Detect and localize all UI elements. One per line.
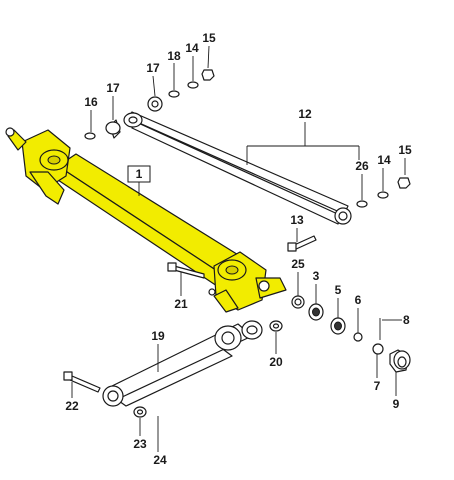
- trailing-arm: [102, 320, 263, 407]
- callout-16: 16: [84, 95, 98, 109]
- axle-beam: [5, 127, 287, 313]
- leader-lines: [71, 45, 406, 452]
- lateral-rod: [123, 111, 352, 225]
- callout-26: 26: [355, 159, 369, 173]
- callout-6: 6: [355, 293, 362, 307]
- callout-22: 22: [65, 399, 79, 413]
- hardware: [63, 69, 411, 418]
- callout-18: 18: [167, 49, 181, 63]
- callout-8: 8: [403, 313, 410, 327]
- callout-15-right: 15: [398, 143, 412, 157]
- callout-labels: 1 3 5 6 7 8 9 12 13 14 14 15 15 16 17 17…: [65, 31, 412, 467]
- callout-1-box: [127, 165, 151, 183]
- callout-1: 1: [136, 167, 143, 181]
- callout-24: 24: [153, 453, 167, 467]
- callout-19: 19: [151, 329, 165, 343]
- callout-9: 9: [393, 397, 400, 411]
- callout-15-top: 15: [202, 31, 216, 45]
- callout-21: 21: [174, 297, 188, 311]
- callout-3: 3: [313, 269, 320, 283]
- callout-23: 23: [133, 437, 147, 451]
- callout-20: 20: [269, 355, 283, 369]
- callout-14-top: 14: [185, 41, 199, 55]
- callout-25: 25: [291, 257, 305, 271]
- callout-5: 5: [335, 283, 342, 297]
- callout-14-right: 14: [377, 153, 391, 167]
- callout-17-left: 17: [106, 81, 120, 95]
- callout-13: 13: [290, 213, 304, 227]
- callout-17-right: 17: [146, 61, 160, 75]
- callout-12: 12: [298, 107, 312, 121]
- callout-7: 7: [374, 379, 381, 393]
